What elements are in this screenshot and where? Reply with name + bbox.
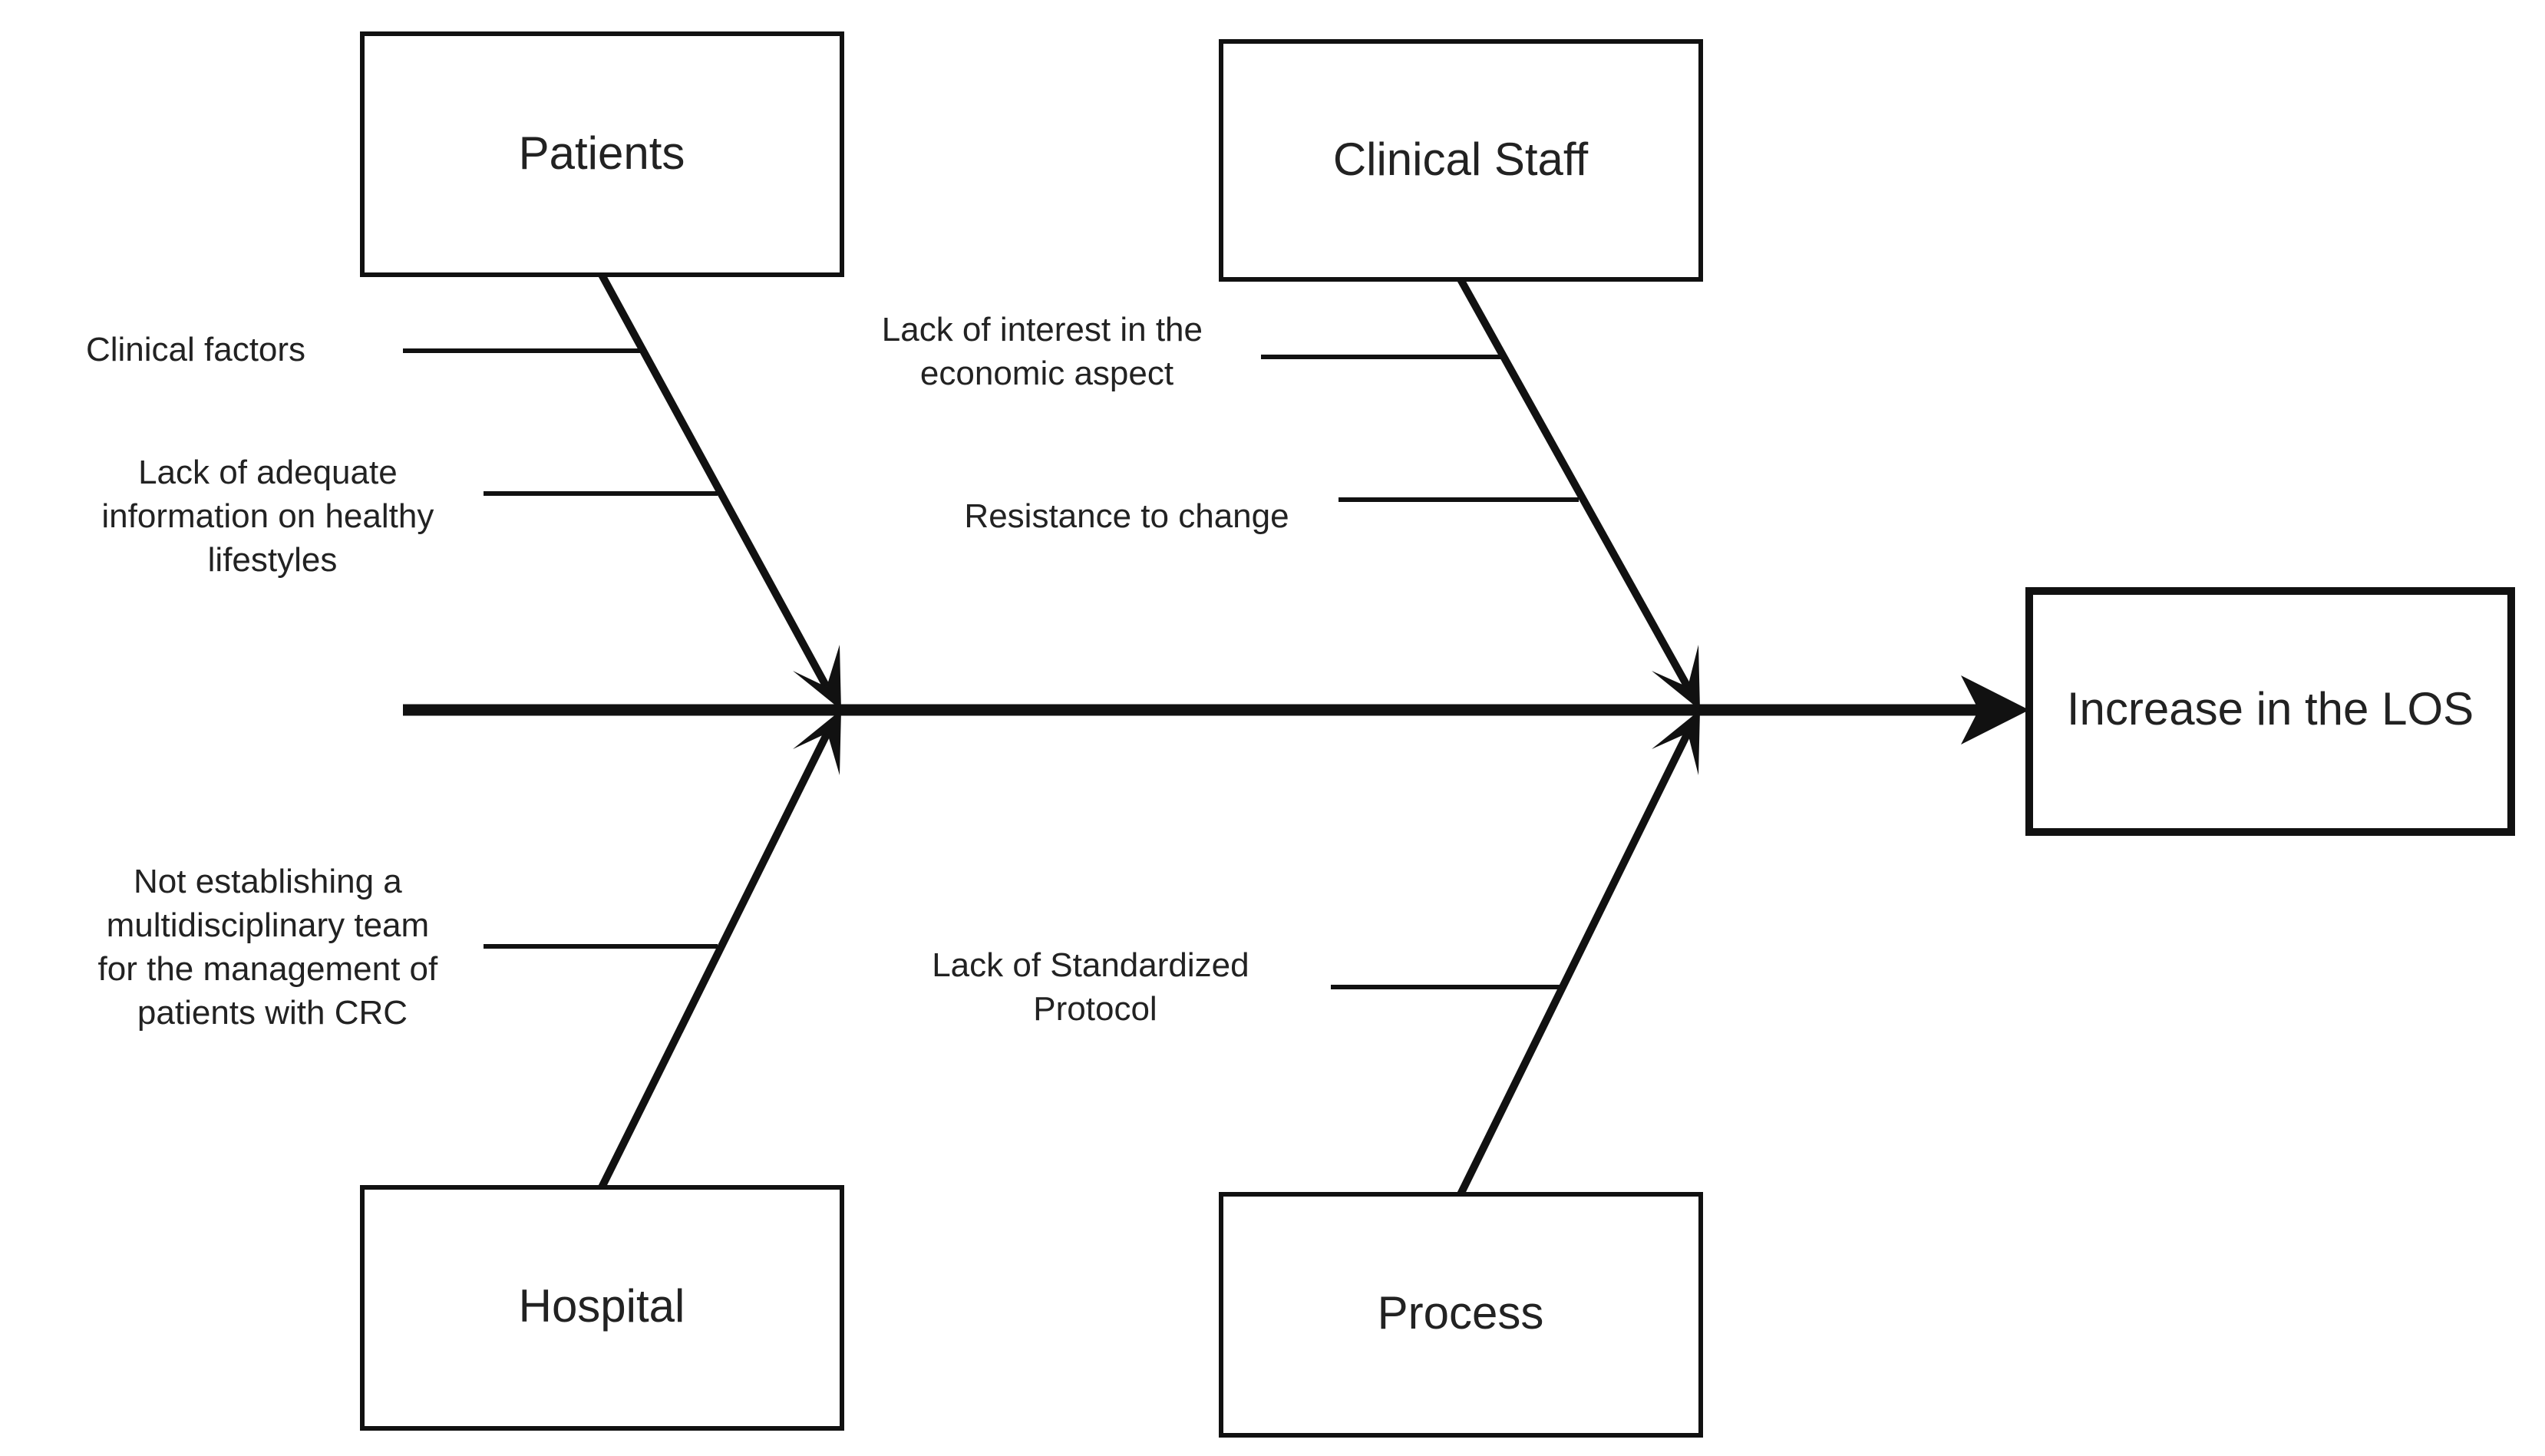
patients-bone [598,272,830,689]
process-bone [1457,731,1692,1197]
cause-resistance-to-change: Resistance to change [964,497,1289,535]
cause-lack-of-information: Lack of adequate information on healthy … [101,454,443,579]
process-arrowhead [1652,710,1700,775]
cause-clinical-factors: Clinical factors [86,331,305,368]
patients-arrowhead [793,645,841,710]
cause-lack-of-interest: Lack of interest in the economic aspect [882,311,1212,392]
spine-arrowhead [1961,675,2029,745]
patients-box [360,31,844,277]
hospital-label: Hospital [519,1280,685,1332]
patients-label: Patients [519,127,685,179]
cause-standardized-protocol: Lack of Standardized Protocol [932,946,1259,1028]
clinical-staff-bone [1457,277,1692,689]
clinical-staff-arrowhead [1652,645,1700,710]
process-label: Process [1378,1287,1544,1339]
hospital-bone [598,731,831,1190]
clinical-staff-label: Clinical Staff [1333,134,1589,185]
clinical-staff-box [1219,39,1703,282]
hospital-arrowhead [793,710,841,775]
process-box [1219,1192,1703,1438]
effect-label: Increase in the LOS [2067,683,2474,735]
cause-multidisciplinary-team: Not establishing a multidisciplinary tea… [98,863,447,1032]
effect-box [2025,587,2515,836]
